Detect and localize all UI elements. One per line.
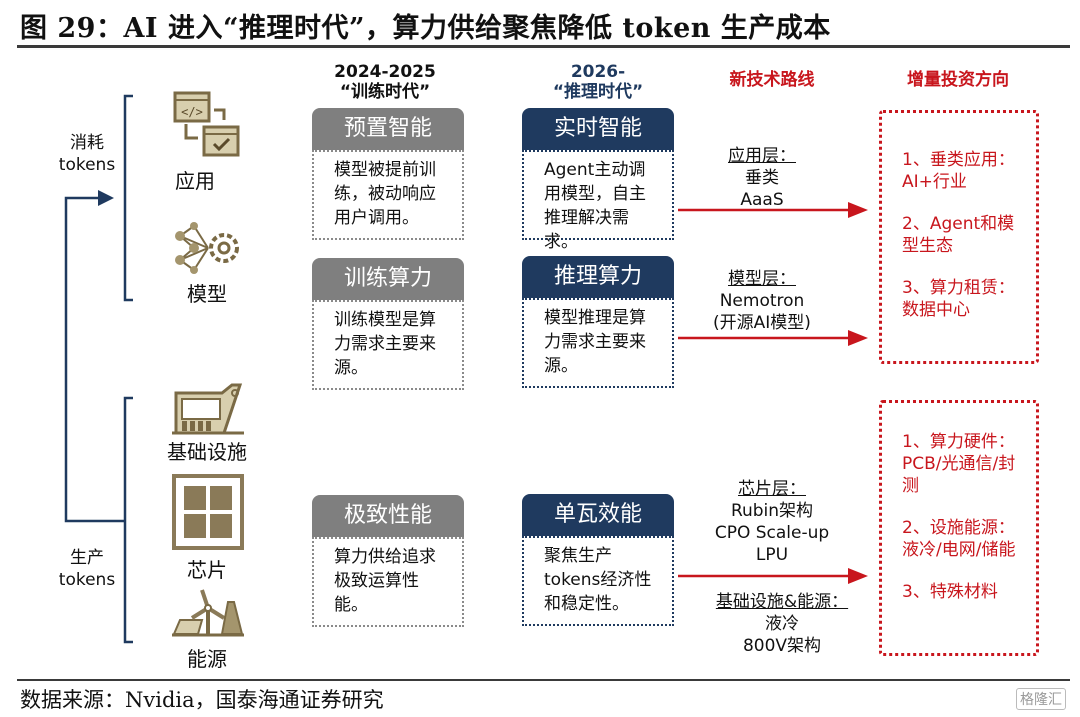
- consume-tokens-label: 消耗 tokens: [58, 133, 116, 175]
- stage-title: 预置智能: [312, 108, 464, 150]
- new-stage-card: 实时智能 Agent主动调用模型，自主推理解决需求。: [522, 108, 674, 252]
- tech-routes-header: 新技术路线: [729, 70, 815, 90]
- app-label: 应用: [175, 169, 215, 193]
- arrow-model-head: [848, 330, 868, 346]
- stage-desc: 模型被提前训练，被动响应用户调用。: [312, 150, 464, 240]
- invest-direction-header: 增量投资方向: [907, 70, 1009, 90]
- footer-rule: [17, 679, 1070, 681]
- route-model-layer: 模型层： Nemotron (开源AI模型): [713, 269, 811, 333]
- stage-desc: 聚焦生产tokens经济性和稳定性。: [522, 536, 674, 626]
- chip-label: 芯片: [187, 558, 227, 582]
- factory-icon: [172, 383, 244, 435]
- consume-bracket: [123, 94, 133, 302]
- invest-item: 3、算力租赁：数据中心: [902, 278, 1015, 320]
- produce-tokens-label: 生产 tokens: [58, 548, 116, 590]
- title-rule: [17, 45, 1070, 48]
- invest-item: 3、特殊材料: [902, 582, 998, 602]
- invest-item: 1、垂类应用：AI+行业: [902, 150, 1015, 192]
- stage-desc: 训练模型是算力需求主要来源。: [312, 300, 464, 390]
- stage-title: 推理算力: [522, 256, 674, 298]
- arrow-app-head: [848, 202, 868, 218]
- old-stage-card: 训练算力 训练模型是算力需求主要来源。: [312, 258, 464, 390]
- source-note: 数据来源：Nvidia，国泰海通证券研究: [20, 688, 384, 712]
- feedback-arrowhead: [98, 190, 114, 206]
- neural-network-gear-icon: [175, 222, 239, 274]
- route-chip-layer: 芯片层： Rubin架构 CPO Scale-up LPU: [714, 479, 830, 565]
- code-window-check-icon: </>: [173, 91, 240, 157]
- stage-title: 极致性能: [312, 495, 464, 537]
- new-stage-card: 单瓦效能 聚焦生产tokens经济性和稳定性。: [522, 494, 674, 626]
- wind-solar-energy-icon: [172, 589, 244, 637]
- feedback-line: [64, 196, 125, 523]
- infra-label: 基础设施: [167, 440, 247, 464]
- new-stage-card: 推理算力 模型推理是算力需求主要来源。: [522, 256, 674, 388]
- stage-desc: 模型推理是算力需求主要来源。: [522, 298, 674, 388]
- figure-title: 图 29：AI 进入“推理时代”，算力供给聚焦降低 token 生产成本: [20, 13, 831, 44]
- stage-title: 实时智能: [522, 108, 674, 150]
- route-infra-energy: 基础设施&能源： 液冷 800V架构: [715, 592, 849, 656]
- svg-text:</>: </>: [181, 105, 203, 119]
- stage-desc: Agent主动调用模型，自主推理解决需求。: [522, 150, 674, 252]
- energy-label: 能源: [187, 647, 227, 671]
- invest-box-consume: 1、垂类应用：AI+行业 2、Agent和模型生态 3、算力租赁：数据中心: [879, 110, 1039, 364]
- invest-box-produce: 1、算力硬件：PCB/光通信/封测 2、设施能源：液冷/电网/储能 3、特殊材料: [879, 400, 1039, 656]
- model-label: 模型: [187, 282, 227, 306]
- old-era-header: 2024-2025 “训练时代”: [334, 62, 436, 102]
- old-stage-card: 预置智能 模型被提前训练，被动响应用户调用。: [312, 108, 464, 240]
- new-era-header: 2026- “推理时代”: [552, 62, 644, 102]
- invest-item: 2、设施能源：液冷/电网/储能: [902, 518, 1016, 560]
- watermark: 格隆汇: [1016, 688, 1066, 710]
- invest-item: 2、Agent和模型生态: [902, 214, 1015, 256]
- old-stage-card: 极致性能 算力供给追求极致运算性能。: [312, 495, 464, 627]
- arrow-chip-head: [848, 568, 868, 584]
- stage-title: 训练算力: [312, 258, 464, 300]
- stage-desc: 算力供给追求极致运算性能。: [312, 537, 464, 627]
- chip-icon: [172, 474, 244, 550]
- stage-title: 单瓦效能: [522, 494, 674, 536]
- route-app-layer: 应用层： 垂类 AaaS: [728, 146, 796, 210]
- invest-item: 1、算力硬件：PCB/光通信/封测: [902, 432, 1016, 496]
- produce-bracket: [123, 396, 133, 644]
